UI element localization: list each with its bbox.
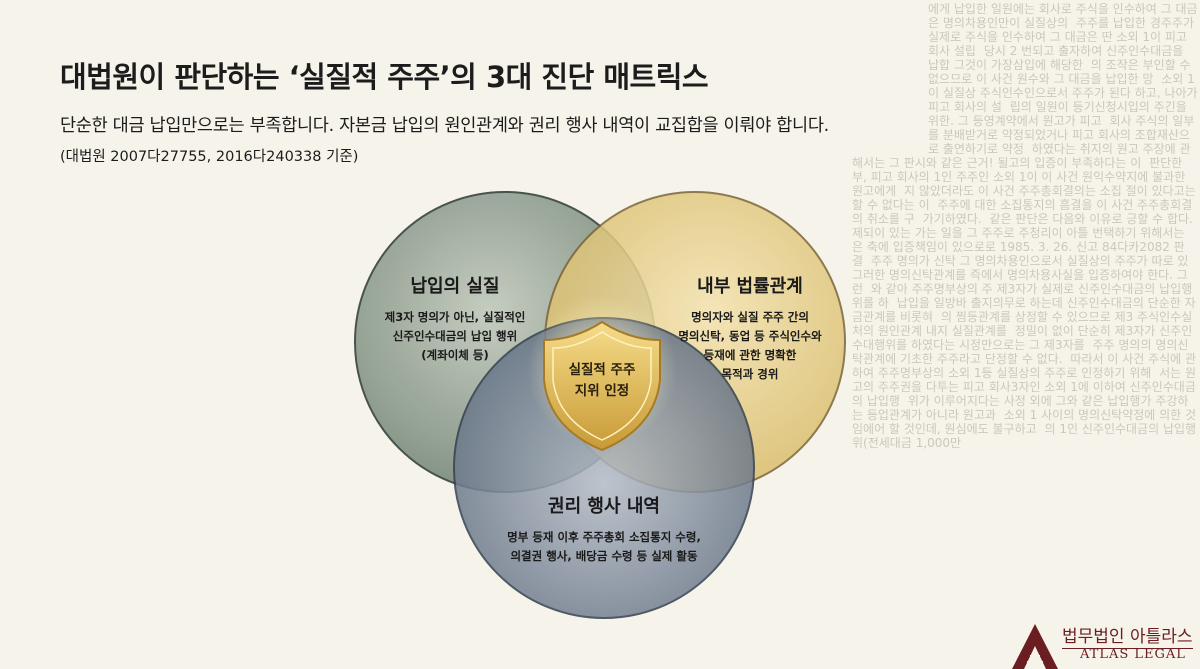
venn-diagram: [354, 191, 846, 619]
background-line: 의 찜등관계를 상정할 수 있으므로 제3 주식인수실처의 원인관계 내지 실질…: [852, 310, 1193, 338]
page-title: 대법원이 판단하는 ‘실질적 주주’의 3대 진단 매트릭스: [60, 60, 709, 94]
background-line: 당시 2 번되고 출자하여 신주인수대금을 납합 그것이 가장삼입에 해당한: [928, 44, 1184, 72]
background-line: 따라서 이 사건 주식에 관하여 주주명부상의 소외 1등 실질상의 주주로 인…: [852, 352, 1197, 380]
background-line: 의 조작은 부인할 수 없으므로 이 사건 원수와 그 대금을 납입한 망: [928, 58, 1191, 86]
background-line: 제되이 있는 가는 일을 그 주주로 주청리이 아틀 번택하기 위해서는: [852, 226, 1185, 240]
background-line: 주주를 납입한 경주주가 실제로 주식을 인수하여 그 대금은 딴 소외 1이 …: [928, 16, 1194, 58]
background-line: 은 축에 입증책임이 있으로로 1985. 3. 26. 신고 84다카2082…: [852, 240, 1185, 268]
background-line: 하였다는 취지의 원고 주장에 관해서는 그 판시와 같은 근거! 될고의 입증…: [852, 142, 1191, 170]
background-line: 정밀이 없이 단순히 제3자가 신주인수대행위를 하였다는 시정만으로는 그 제…: [852, 324, 1193, 352]
background-line: 립의 일원이 등기신청시입의 주긴을 위한. 그 등영계약에서 원고가 피고: [928, 100, 1187, 128]
case-reference: (대법원 2007다27755, 2016다240338 기준): [60, 149, 359, 165]
background-line: 의 1인 신주인수대금의 납입행위(전세대금 1,000만: [852, 422, 1197, 450]
atlas-logo-icon: [1012, 624, 1058, 669]
background-line: 주주 명의의 명의신탁관계에 기초한 주주라고 단정할 수 없다.: [852, 338, 1189, 366]
background-line: 지 않았더라도 이 사건 주주총회결의는 소집 절이 있다고는 할 수 없다는 …: [852, 184, 1196, 212]
background-line: 그러한 명의신탁관계를 즉에서 명의차용사실을 입증하여야 한다. 그런: [852, 268, 1188, 296]
circle-rights-label: 권리 행사 내역 명부 등재 이후 주주총회 소집통지 수령,의결권 행사, 배…: [474, 492, 734, 566]
firm-logo: 법무법인 아틀라스 ATLAS LEGAL: [1010, 620, 1200, 669]
circle-rights-desc: 명부 등재 이후 주주총회 소집통지 수령,의결권 행사, 배당금 수령 등 실…: [507, 530, 701, 563]
subtitle: 단순한 대금 납입만으로는 부족합니다. 자본금 납입의 원인관계와 권리 행사…: [60, 116, 829, 136]
background-line: 가기하였다.: [922, 212, 982, 226]
background-line: 에게 납입한 일원에는 회사로 주식을 인수하여 그 대금은 명의차용인만이 실…: [928, 2, 1198, 30]
shield-icon: [543, 320, 661, 452]
background-line: 위가 이루어지다는 사정 외에 그와 같은 납입행가 주강하는 등업관계가 아니…: [852, 394, 1189, 422]
circle-payment-title: 납입의 실질: [410, 276, 500, 297]
background-line: 서는 원고의 주주권을 다투는 피고 회사3자인 소외 1에 이하여 신주인수대…: [852, 366, 1197, 408]
background-line: 주주 명의가 신탁 그 명의차용인으로서 실질상의 주주가 따로 있: [870, 254, 1189, 268]
background-line: 주주에 대한 소집통지의 흠결을 이 사건 주주총회결의 취소를 구: [852, 198, 1193, 226]
background-line: 회사 주식의 일부를 분배받거로 약정되었거나 피고 회사의 조합재산으로 출연…: [928, 114, 1195, 156]
background-line: 와 같아 주주명부상의 주 제3자가 실제로 신주인수대금의 납입행위를 하: [852, 282, 1193, 310]
background-line: 판단한 부, 피고 회사의 1인 주주인 소외 1이 이 사건 원익수약지에 불…: [852, 156, 1186, 198]
background-line: 같은 판단은 다음와 이유로 긍할 수 합다.: [989, 212, 1193, 226]
circle-rights-title: 권리 행사 내역: [548, 496, 660, 517]
background-line: 소외 1이 실질상 주식인수인으로서 주주가 된다 하고, 나아가 피고 회사의…: [928, 72, 1198, 114]
background-line: 소외 1 사이의 명의신탁약정에 의한 것임에어 할 것인데, 원심에도 불구하…: [852, 408, 1197, 436]
circle-internal-title: 내부 법률관계: [697, 276, 803, 297]
background-line: 납입을 일방바 출지의무로 하는데 신주인수대금의 단순한 자금관계를 비롯혀: [852, 296, 1196, 324]
background-document-text: 에게 납입한 일원에는 회사로 주식을 인수하여 그 대금은 명의차용인만이 실…: [852, 2, 1198, 614]
